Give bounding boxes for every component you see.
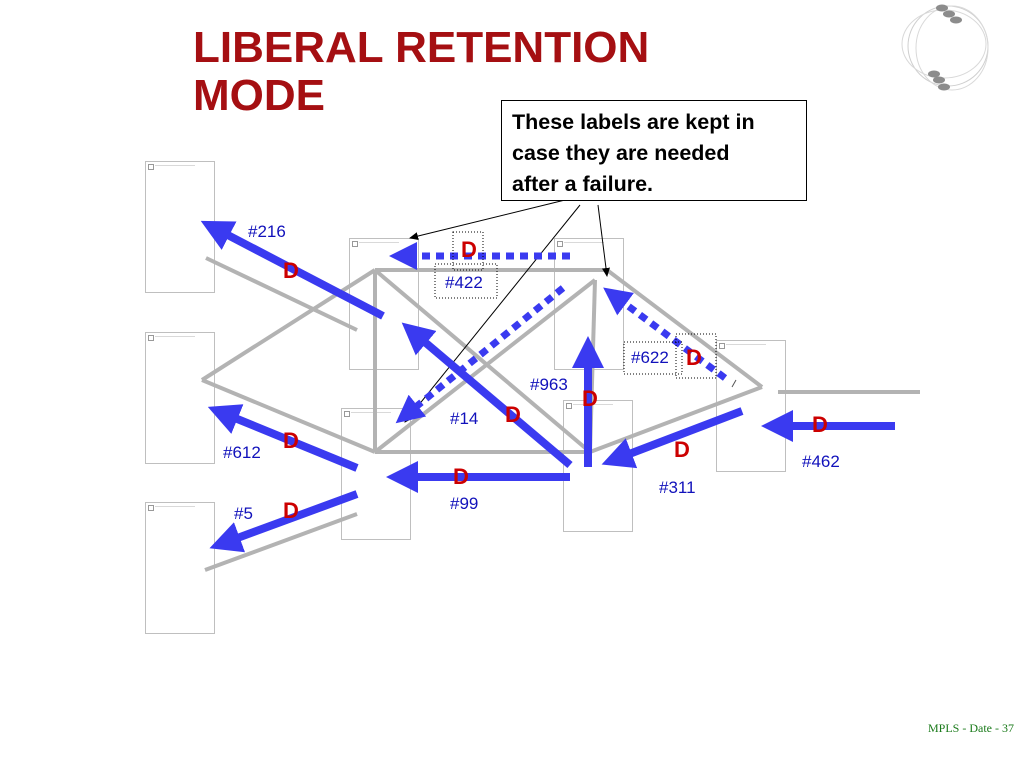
pointer-line <box>597 204 610 277</box>
d-marker: D <box>686 345 702 370</box>
d-marker: D <box>283 428 299 453</box>
retained-label-arrows <box>389 242 728 424</box>
d-marker: D <box>283 258 299 283</box>
router-image-2 <box>145 332 215 464</box>
dotted-arrow-622 <box>603 287 728 381</box>
d-marker: D <box>461 237 477 262</box>
slide-title: LIBERAL RETENTION MODE <box>193 24 649 120</box>
label-arrows <box>200 220 895 553</box>
link <box>201 378 376 454</box>
link <box>605 268 764 389</box>
callout-line-3: after a failure. <box>512 172 653 196</box>
link <box>373 268 592 454</box>
label-99: #99 <box>450 494 478 513</box>
label-963: #963 <box>530 375 568 394</box>
tick-mark <box>731 379 737 388</box>
label-462: #462 <box>802 452 840 471</box>
arrow-5 <box>209 490 359 553</box>
slide-footer: MPLS - Date - 37 <box>928 721 1014 735</box>
callout-line-2: case they are needed <box>512 141 730 165</box>
title-line-1: LIBERAL RETENTION <box>193 23 650 72</box>
logo-graphic <box>901 4 989 91</box>
link <box>204 512 358 572</box>
label-311: #311 <box>659 478 696 497</box>
label-5: #5 <box>234 504 253 523</box>
link <box>373 278 597 454</box>
label-216: #216 <box>248 222 286 241</box>
label-612: #612 <box>223 443 261 462</box>
link <box>205 256 358 332</box>
highlight-boxes <box>434 231 717 379</box>
pointer-line <box>404 204 581 423</box>
arrow-311 <box>601 407 744 469</box>
d-marker: D <box>453 464 469 489</box>
label-422: #422 <box>445 273 483 292</box>
callout-pointers <box>404 199 610 423</box>
d-marker: D <box>674 437 690 462</box>
callout-box: These labels are kept in case they are n… <box>501 100 807 201</box>
arrow-612 <box>207 404 359 472</box>
d-marker: D <box>505 402 521 427</box>
label-14: #14 <box>450 409 478 428</box>
arrow-216 <box>200 220 385 320</box>
highlight-box <box>434 263 498 299</box>
router-image-1 <box>145 161 215 293</box>
link <box>200 268 377 382</box>
dotted-arrow-to-14 <box>395 285 566 424</box>
highlight-box <box>452 231 484 271</box>
arrow-14 <box>401 322 573 469</box>
d-marker: D <box>582 386 598 411</box>
d-marker: D <box>283 498 299 523</box>
pointer-line <box>409 199 566 240</box>
router-image-3 <box>145 502 215 634</box>
callout-line-1: These labels are kept in <box>512 110 755 134</box>
d-marker: D <box>812 412 828 437</box>
label-622: #622 <box>631 348 669 367</box>
title-line-2: MODE <box>193 71 325 120</box>
